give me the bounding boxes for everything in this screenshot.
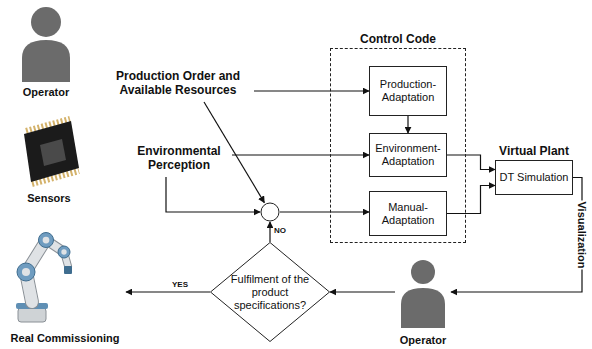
node-text: Fulfilment of the product specifications… bbox=[230, 273, 310, 312]
control-code-group: Control CodeProduction-AdaptationEnviron… bbox=[330, 48, 466, 243]
connector bbox=[407, 116, 408, 133]
operator-figure: Operator bbox=[395, 258, 451, 346]
robot-joint-cap bbox=[61, 249, 66, 254]
robot-joint bbox=[58, 246, 70, 258]
connector bbox=[269, 222, 270, 242]
robot-joint bbox=[39, 233, 54, 248]
simulation-box: Virtual PlantDT Simulation bbox=[495, 160, 573, 195]
input-text: Environmental Perception bbox=[128, 141, 230, 175]
robot-figure: Real Commissioning bbox=[4, 226, 126, 344]
robot-joint-cap bbox=[22, 268, 30, 276]
connector bbox=[232, 154, 369, 155]
heading-text: Virtual Plant bbox=[476, 144, 592, 158]
connector bbox=[447, 155, 495, 170]
robot-base bbox=[18, 308, 46, 322]
junction-circle bbox=[261, 203, 279, 221]
chip-body bbox=[24, 121, 79, 182]
operator-body bbox=[401, 288, 445, 328]
operator-head bbox=[411, 260, 435, 284]
connector bbox=[166, 177, 260, 212]
summing-junction-shape bbox=[260, 202, 280, 222]
operator-head bbox=[31, 7, 61, 37]
process-box: Manual-Adaptation bbox=[369, 191, 447, 236]
chip-window bbox=[40, 139, 66, 166]
operator-figure-shape bbox=[395, 258, 451, 346]
node-text: Environment-Adaptation bbox=[373, 142, 443, 168]
edge-label: Visualization bbox=[576, 200, 588, 269]
diamond-outline bbox=[211, 243, 330, 342]
icon-label: Sensors bbox=[18, 192, 80, 204]
icon-label: Operator bbox=[16, 86, 76, 98]
robot-figure-shape bbox=[4, 226, 126, 344]
decision-diamond: Fulfilment of the product specifications… bbox=[210, 242, 330, 342]
process-box: Production-Adaptation bbox=[369, 66, 447, 116]
sensor-chip bbox=[24, 119, 79, 184]
edge-label: NO bbox=[273, 226, 287, 235]
summing-junction bbox=[260, 202, 280, 222]
connector bbox=[447, 186, 495, 214]
node-text: Production Order and Available Resources bbox=[104, 69, 252, 97]
input-text: Production Order and Available Resources bbox=[104, 66, 252, 100]
connector bbox=[254, 90, 369, 91]
connector bbox=[280, 211, 369, 212]
robot-joint-cap bbox=[43, 237, 50, 244]
operator-icon bbox=[22, 7, 70, 82]
node-text: Environmental Perception bbox=[128, 144, 230, 172]
node-text: Real Commissioning bbox=[0, 332, 130, 344]
node-text: Manual-Adaptation bbox=[373, 201, 443, 227]
connector bbox=[126, 291, 210, 292]
robot-joint bbox=[17, 263, 35, 281]
operator-body bbox=[22, 40, 70, 82]
node-text: DT Simulation bbox=[500, 171, 569, 184]
edge-label: YES bbox=[171, 280, 189, 289]
connector bbox=[330, 291, 395, 292]
connectors bbox=[126, 91, 582, 292]
node-text: Operator bbox=[391, 334, 455, 346]
robot-tool bbox=[64, 266, 72, 274]
process-box: Environment-Adaptation bbox=[369, 133, 447, 177]
heading-text: Control Code bbox=[311, 32, 485, 46]
node-text: Production-Adaptation bbox=[373, 78, 443, 104]
